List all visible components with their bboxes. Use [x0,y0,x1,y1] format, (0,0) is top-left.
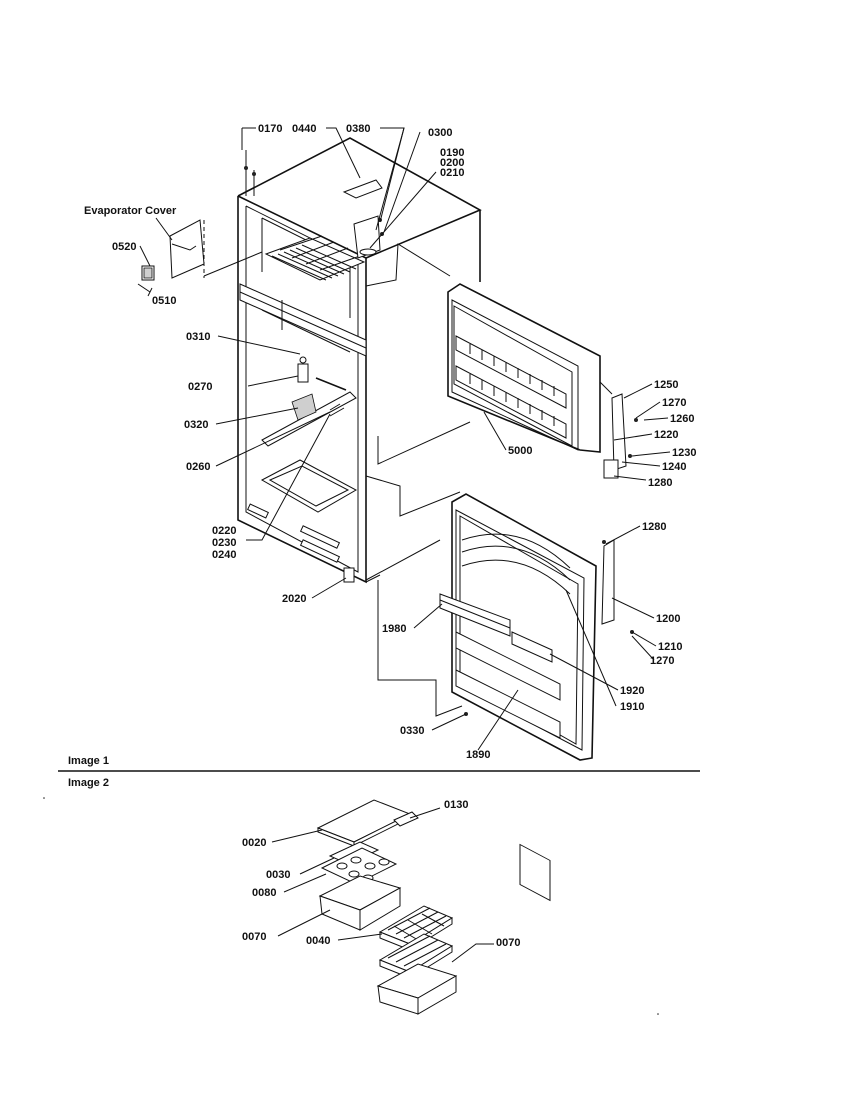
label-0200: 0200 [440,157,464,169]
caption-image-2: Image 2 [68,777,109,789]
label-1910: 1910 [620,701,644,713]
hinge-wedge-0440-icon [342,179,383,199]
label-1890: 1890 [466,749,490,761]
fresh-food-door [439,493,634,902]
freezer-handle-icon [611,393,627,471]
label-0240: 0240 [212,549,236,561]
label-evaporator-cover: Evaporator Cover [84,205,177,217]
top-hinge-0300-icon [353,215,381,259]
label-1250: 1250 [654,379,678,391]
label-0070-upper: 0070 [242,931,266,943]
caption-image-1: Image 1 [68,755,109,767]
image2-leader-lines [271,807,494,963]
label-1270-lower: 1270 [650,655,674,667]
leader-lines [139,127,671,751]
label-1280-lower: 1280 [642,521,666,533]
label-0310: 0310 [186,331,210,343]
label-0260: 0260 [186,461,210,473]
label-0020: 0020 [242,837,266,849]
label-1200: 1200 [656,613,680,625]
ice-trays-0040-icon [378,905,454,979]
label-1980: 1980 [382,623,406,635]
cabinet-base [247,503,341,563]
evaporator-cover-part [137,219,263,293]
label-0080: 0080 [252,887,276,899]
label-0190: 0190 [440,147,464,159]
label-5000: 5000 [508,445,532,457]
label-0130: 0130 [444,799,468,811]
label-1220: 1220 [654,429,678,441]
door-bin-1980-icon [439,593,511,637]
label-1210: 1210 [658,641,682,653]
evaporator-grid [271,235,361,281]
label-0320: 0320 [184,419,208,431]
label-0380: 0380 [346,123,370,135]
label-0230: 0230 [212,537,236,549]
label-0270: 0270 [188,381,212,393]
label-0170: 0170 [258,123,282,135]
door-bin-1920-icon [511,631,553,663]
fresh-food-handle-icon [601,539,615,625]
label-1260: 1260 [670,413,694,425]
refrigerator-cabinet [137,137,482,717]
label-1920: 1920 [620,685,644,697]
label-0040: 0040 [306,935,330,947]
label-0520: 0520 [112,241,136,253]
ice-tray-assembly [316,799,458,1015]
freezer-door-shelf-ribs [469,344,555,426]
label-1280-upper: 1280 [648,477,672,489]
label-0330: 0330 [400,725,424,737]
label-0300: 0300 [428,127,452,139]
image1-part-labels: Evaporator Cover 0170 0440 0380 0300 019… [84,123,696,761]
label-0220: 0220 [212,525,236,537]
label-0070-lower: 0070 [496,937,520,949]
label-0440: 0440 [292,123,316,135]
label-1270-upper: 1270 [662,397,686,409]
freezer-door [447,283,638,479]
label-0210: 0210 [440,167,464,179]
label-2020: 2020 [282,593,306,605]
leveling-leg-2020-icon [343,567,355,583]
image2-part-labels: 0020 0130 0030 0080 0070 0040 0070 [242,799,520,949]
label-0030: 0030 [266,869,290,881]
ice-tray-0080-icon [320,847,398,885]
screw-0170-icon [244,150,256,196]
label-1230: 1230 [672,447,696,459]
label-0510: 0510 [152,295,176,307]
label-1240: 1240 [662,461,686,473]
